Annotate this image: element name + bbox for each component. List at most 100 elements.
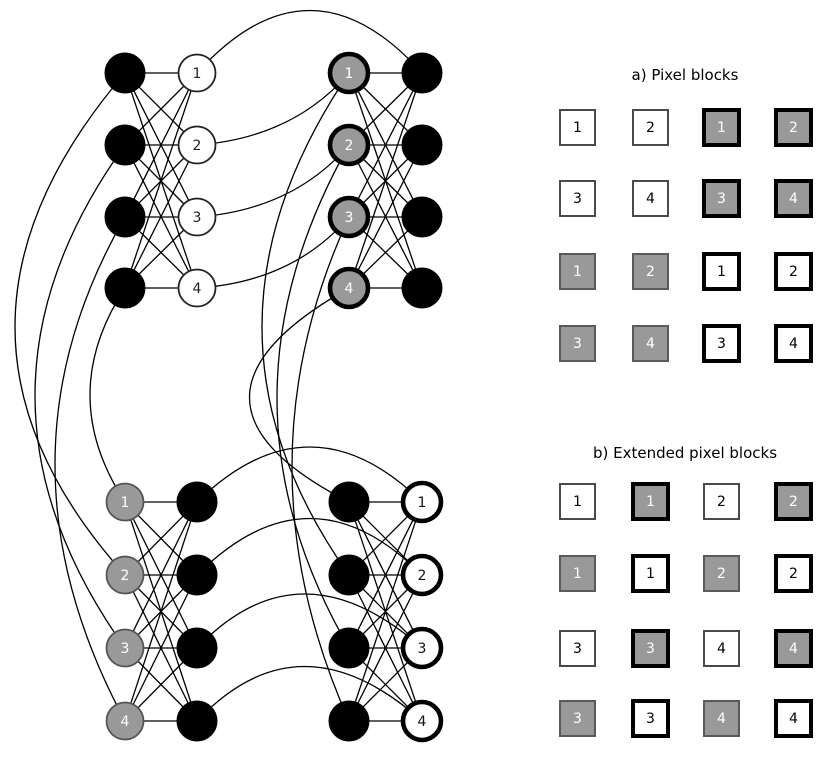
graph-node-TRg3 bbox=[327, 195, 371, 239]
graph-node-label-BRw2: 2 bbox=[418, 568, 427, 584]
graph-edge-long bbox=[34, 144, 126, 649]
graph-node-BLg3 bbox=[105, 628, 145, 668]
extended-block-white-thin-1: 1 bbox=[559, 483, 596, 520]
graph-node-TRb2 bbox=[401, 124, 443, 166]
extended-block-gray-thick-2: 2 bbox=[774, 482, 813, 521]
graph-node-TRg1 bbox=[327, 51, 371, 95]
graph-node-BRw1 bbox=[400, 480, 444, 524]
graph-edge bbox=[124, 72, 198, 218]
graph-node-TLb3 bbox=[104, 196, 146, 238]
extended-block-white-thin-3: 3 bbox=[559, 630, 596, 667]
graph-node-label-BLg4: 4 bbox=[121, 714, 130, 730]
extended-block-white-thick-3: 3 bbox=[631, 699, 670, 738]
graph-node-BLb4 bbox=[176, 700, 218, 742]
graph-node-label-BLg2: 2 bbox=[121, 568, 130, 584]
graph-node-TLw4 bbox=[177, 268, 217, 308]
graph-node-BLb1 bbox=[176, 481, 218, 523]
graph-node-label-BRw4: 4 bbox=[418, 714, 427, 730]
pixel-block-white-thick-4: 4 bbox=[774, 324, 813, 363]
graph-edge-long bbox=[196, 666, 423, 722]
pixel-block-white-thin-1: 1 bbox=[559, 109, 596, 146]
extended-block-gray-thin-1: 1 bbox=[559, 555, 596, 592]
pixel-block-white-thick-2: 2 bbox=[774, 252, 813, 291]
graph-edge bbox=[124, 144, 198, 289]
graph-edge bbox=[348, 144, 423, 289]
graph-node-BLg4 bbox=[105, 701, 145, 741]
graph-node-TLw1 bbox=[177, 53, 217, 93]
extended-block-white-thick-4: 4 bbox=[774, 699, 813, 738]
graph-node-label-TRg1: 1 bbox=[345, 66, 354, 82]
graph-node-TLb2 bbox=[104, 124, 146, 166]
graph-node-BRb4 bbox=[328, 700, 370, 742]
graph-node-BLg1 bbox=[105, 482, 145, 522]
graph-edge-long bbox=[196, 593, 423, 649]
graph-edge-long bbox=[196, 518, 423, 576]
graph-node-label-BRw3: 3 bbox=[418, 641, 427, 657]
graph-node-label-TRg3: 3 bbox=[345, 210, 354, 226]
graph-node-BRb3 bbox=[328, 627, 370, 669]
graph-node-TRg4 bbox=[327, 266, 371, 310]
graph-edge-long bbox=[54, 216, 126, 722]
graph-edge bbox=[124, 501, 198, 649]
pixel-block-white-thin-4: 4 bbox=[632, 180, 669, 217]
graph-edge-long bbox=[89, 287, 126, 503]
graph-node-BLb3 bbox=[176, 627, 218, 669]
extended-block-gray-thin-2: 2 bbox=[703, 555, 740, 592]
graph-node-label-TLw2: 2 bbox=[193, 138, 202, 154]
pixel-block-white-thick-3: 3 bbox=[702, 324, 741, 363]
graph-node-label-BLg1: 1 bbox=[121, 495, 130, 511]
pixel-block-gray-thick-2: 2 bbox=[774, 108, 813, 147]
extended-block-gray-thick-3: 3 bbox=[631, 629, 670, 668]
graph-edge bbox=[124, 501, 198, 722]
pixel-block-gray-thick-3: 3 bbox=[702, 179, 741, 218]
graph-edge bbox=[348, 574, 423, 722]
graph-node-TRb4 bbox=[401, 267, 443, 309]
panel-b-title: b) Extended pixel blocks bbox=[592, 444, 778, 462]
graph-node-BLb2 bbox=[176, 554, 218, 596]
pixel-block-gray-thin-3: 3 bbox=[559, 325, 596, 362]
extended-block-white-thin-2: 2 bbox=[703, 483, 740, 520]
extended-block-gray-thin-4: 4 bbox=[703, 700, 740, 737]
pixel-block-gray-thick-4: 4 bbox=[774, 179, 813, 218]
graph-node-label-BRw1: 1 bbox=[418, 495, 427, 511]
graph-edge bbox=[124, 72, 198, 289]
graph-node-TLb4 bbox=[104, 267, 146, 309]
pixel-block-white-thick-1: 1 bbox=[702, 252, 741, 291]
graph-node-label-BLg3: 3 bbox=[121, 641, 130, 657]
graph-edge-long bbox=[248, 287, 350, 503]
extended-block-white-thick-2: 2 bbox=[774, 554, 813, 593]
pixel-block-gray-thin-1: 1 bbox=[559, 253, 596, 290]
graph-node-BRb1 bbox=[328, 481, 370, 523]
graph-edge bbox=[348, 501, 423, 722]
graph-edge bbox=[348, 501, 423, 649]
graph-node-BLg2 bbox=[105, 555, 145, 595]
extended-block-white-thick-1: 1 bbox=[631, 554, 670, 593]
graph-node-TRg2 bbox=[327, 123, 371, 167]
extended-block-gray-thin-3: 3 bbox=[559, 700, 596, 737]
graph-node-TRb3 bbox=[401, 196, 443, 238]
graph-node-TLw2 bbox=[177, 125, 217, 165]
graph-edge-long bbox=[196, 9, 423, 74]
graph-edge bbox=[348, 72, 423, 218]
graph-edge-long bbox=[196, 446, 423, 503]
pixel-block-white-thin-3: 3 bbox=[559, 180, 596, 217]
graph-node-BRw3 bbox=[400, 626, 444, 670]
pixel-block-gray-thin-4: 4 bbox=[632, 325, 669, 362]
graph-edge-long bbox=[196, 216, 350, 289]
graph-node-TLw3 bbox=[177, 197, 217, 237]
pixel-block-white-thin-2: 2 bbox=[632, 109, 669, 146]
graph-node-label-TRg2: 2 bbox=[345, 138, 354, 154]
graph-node-label-TLw4: 4 bbox=[193, 281, 202, 297]
extended-block-gray-thick-4: 4 bbox=[774, 629, 813, 668]
graph-node-TRb1 bbox=[401, 52, 443, 94]
panel-a-title: a) Pixel blocks bbox=[631, 66, 739, 84]
graph-edge-long bbox=[276, 144, 350, 649]
graph-node-label-TLw1: 1 bbox=[193, 66, 202, 82]
pixel-block-gray-thick-1: 1 bbox=[702, 108, 741, 147]
graph-node-label-TRg4: 4 bbox=[345, 281, 354, 297]
graph-edge-long bbox=[261, 72, 350, 576]
graph-edge bbox=[348, 72, 423, 289]
graph-edge-long bbox=[196, 144, 350, 218]
